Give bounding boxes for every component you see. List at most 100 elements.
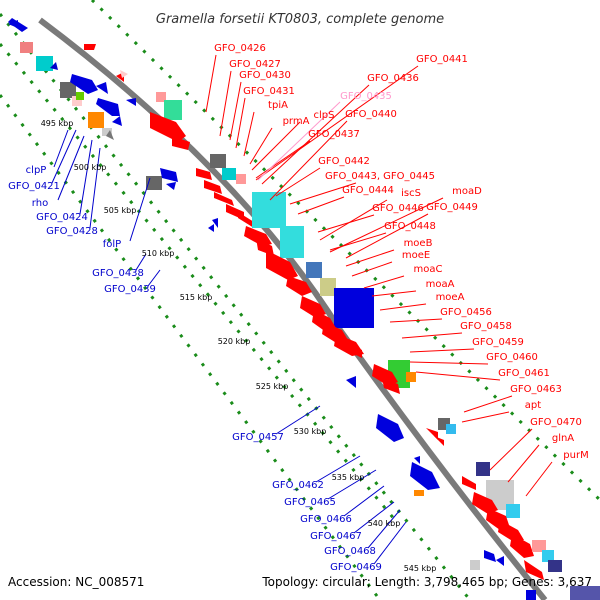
- gene-label-reverse[interactable]: GFO_0438: [92, 268, 144, 279]
- leader-line: [401, 332, 463, 339]
- gene-label-forward[interactable]: GFO_0460: [486, 352, 538, 363]
- leader-line: [345, 213, 429, 259]
- gene-label-forward[interactable]: GFO_0430: [239, 70, 291, 81]
- gene-label-forward[interactable]: GFO_0441: [416, 54, 468, 65]
- gene-block: [76, 92, 84, 100]
- kbp-label: 495 kbp: [41, 119, 74, 128]
- gene-label-forward[interactable]: GFO_0459: [472, 337, 524, 348]
- gene-label-forward[interactable]: moeE: [402, 250, 430, 261]
- leader-line: [297, 196, 345, 215]
- gene-label-forward[interactable]: GFO_0437: [308, 129, 360, 140]
- leader-line: [345, 249, 395, 267]
- gene-label-reverse[interactable]: GFO_0465: [284, 497, 336, 508]
- kbp-label: 540 kbp: [368, 519, 401, 528]
- gene-block: [470, 560, 480, 570]
- gene-label-forward[interactable]: prmA: [283, 116, 310, 127]
- genome-summary-text: Topology: circular; Length: 3,798,465 bp…: [261, 575, 592, 589]
- leader-line: [255, 140, 311, 179]
- leader-line: [379, 303, 427, 311]
- gene-label-reverse[interactable]: GFO_0457: [232, 432, 284, 443]
- leader-line: [389, 318, 443, 323]
- gene-label-forward[interactable]: GFO_0443, GFO_0445: [325, 171, 435, 182]
- leader-line: [415, 371, 501, 381]
- gene-block: [210, 154, 226, 168]
- gene-label-reverse[interactable]: folP: [103, 239, 121, 250]
- gene-label-reverse[interactable]: GFO_0462: [272, 480, 324, 491]
- gene-label-forward[interactable]: GFO_0461: [498, 368, 550, 379]
- gene-arrow: [96, 98, 120, 116]
- gene-label-reverse[interactable]: GFO_0468: [324, 546, 376, 557]
- gene-arrow: [8, 18, 28, 32]
- gene-label-forward[interactable]: GFO_0449: [426, 202, 478, 213]
- gene-label-faded[interactable]: GFO_0435: [340, 91, 392, 102]
- gene-label-reverse[interactable]: GFO_0469: [330, 562, 382, 573]
- gene-label-forward[interactable]: GFO_0427: [229, 59, 281, 70]
- gene-label-forward[interactable]: GFO_0470: [530, 417, 582, 428]
- gene-label-forward[interactable]: GFO_0458: [460, 321, 512, 332]
- gene-arrow: [510, 534, 534, 558]
- gene-block: [542, 550, 554, 562]
- leader-line: [53, 129, 69, 168]
- leader-line: [275, 405, 321, 435]
- gene-arrow: [160, 168, 178, 182]
- label-leaders: [51, 54, 553, 565]
- gene-label-forward[interactable]: tpiA: [268, 100, 288, 111]
- gene-label-forward[interactable]: moeA: [436, 292, 465, 303]
- gene-label-forward[interactable]: GFO_0448: [384, 221, 436, 232]
- leader-line: [319, 199, 388, 241]
- faded-labels[interactable]: GFO_0435: [340, 91, 392, 102]
- gene-label-forward[interactable]: moaC: [414, 264, 443, 275]
- gene-label-forward[interactable]: GFO_0431: [243, 86, 295, 97]
- gene-arrow: [462, 476, 476, 490]
- gene-arrow: [372, 364, 398, 386]
- gene-block: [20, 42, 33, 53]
- gene-label-forward[interactable]: moaD: [452, 186, 482, 197]
- gene-label-forward[interactable]: GFO_0446: [372, 203, 424, 214]
- gene-label-forward[interactable]: GFO_0426: [214, 43, 266, 54]
- gene-label-forward[interactable]: apt: [525, 400, 541, 411]
- gene-label-forward[interactable]: GFO_0442: [318, 156, 370, 167]
- gene-label-reverse[interactable]: clpP: [26, 165, 47, 176]
- gene-block: [156, 92, 166, 102]
- leader-line: [243, 111, 255, 157]
- gene-label-reverse[interactable]: GFO_0421: [8, 181, 60, 192]
- leader-line: [269, 120, 348, 201]
- gene-arrow: [212, 218, 218, 228]
- gene-label-forward[interactable]: GFO_0444: [342, 185, 394, 196]
- gene-block: [532, 540, 546, 552]
- gene-label-forward[interactable]: glnA: [552, 433, 574, 444]
- gene-arrow: [150, 112, 186, 142]
- gene-label-reverse[interactable]: GFO_0428: [46, 226, 98, 237]
- gene-label-forward[interactable]: GFO_0456: [440, 307, 492, 318]
- gene-label-reverse[interactable]: rho: [32, 198, 48, 209]
- gene-label-forward[interactable]: GFO_0440: [345, 109, 397, 120]
- gene-block: [446, 424, 456, 434]
- leader-line: [461, 411, 510, 423]
- leader-line: [367, 509, 401, 549]
- genome-features[interactable]: [8, 18, 600, 600]
- gene-arrow: [96, 82, 108, 94]
- gene-label-reverse[interactable]: GFO_0424: [36, 212, 88, 223]
- gene-label-forward[interactable]: purM: [563, 450, 588, 461]
- leader-line: [317, 214, 375, 233]
- gene-arrow: [496, 556, 504, 566]
- gene-arrow: [70, 74, 98, 94]
- gene-arrow: [256, 238, 274, 256]
- gene-label-forward[interactable]: clpS: [314, 110, 335, 121]
- gene-label-forward[interactable]: GFO_0436: [367, 73, 419, 84]
- gene-label-forward[interactable]: iscS: [401, 188, 421, 199]
- gene-label-reverse[interactable]: GFO_0439: [104, 284, 156, 295]
- kbp-label: 515 kbp: [180, 293, 213, 302]
- gene-label-forward[interactable]: GFO_0463: [510, 384, 562, 395]
- kbp-label: 500 kbp: [74, 163, 107, 172]
- gene-label-forward[interactable]: moeB: [404, 238, 433, 249]
- leader-line: [489, 428, 533, 471]
- gene-label-reverse[interactable]: GFO_0466: [300, 514, 352, 525]
- gene-arrow: [414, 456, 420, 464]
- gene-label-reverse[interactable]: GFO_0467: [310, 531, 362, 542]
- gene-label-forward[interactable]: moaA: [426, 279, 455, 290]
